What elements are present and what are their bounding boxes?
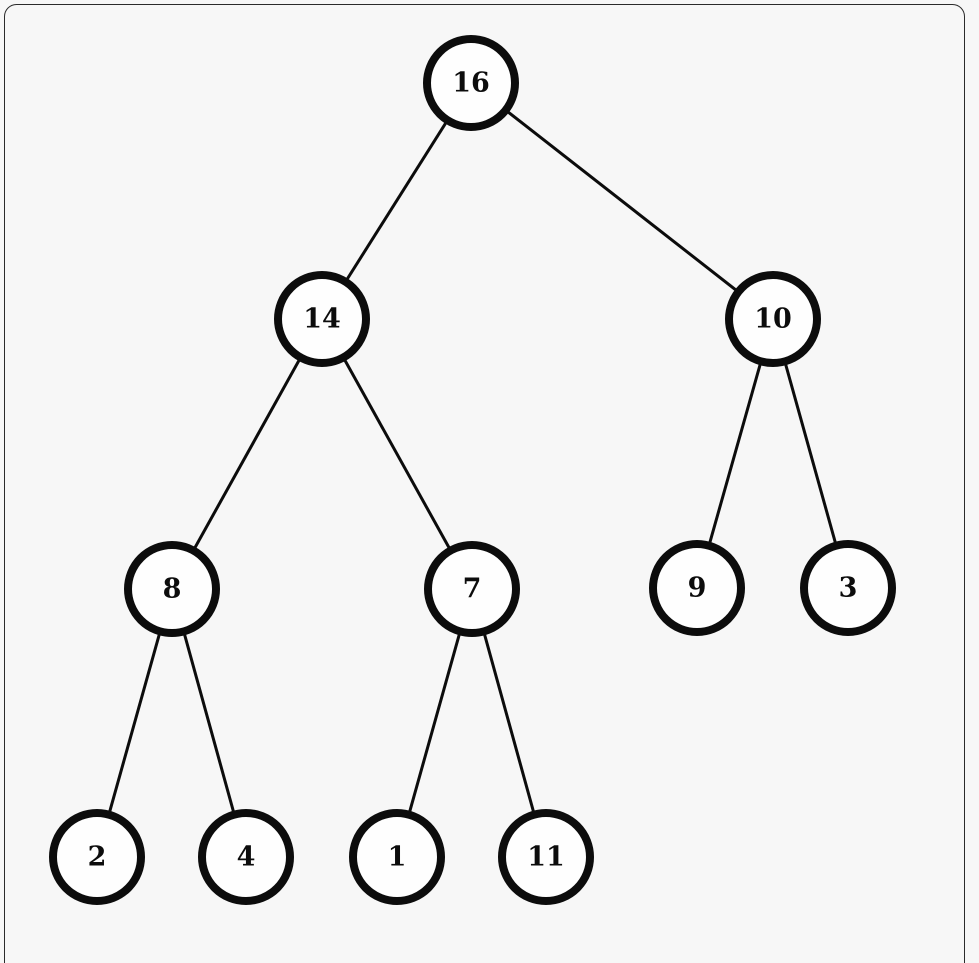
- tree-node-1: 1: [349, 809, 445, 905]
- node-value-8: 8: [163, 574, 182, 605]
- node-circle-9: [649, 540, 745, 636]
- node-value-7: 7: [463, 574, 482, 605]
- node-value-3: 3: [839, 573, 858, 604]
- node-circle-3: [800, 540, 896, 636]
- node-value-4: 4: [237, 842, 256, 873]
- tree-node-9: 9: [649, 540, 745, 636]
- tree-node-4: 4: [198, 809, 294, 905]
- node-circle-7: [424, 541, 520, 637]
- node-circle-11: [498, 809, 594, 905]
- node-circle-4: [198, 809, 294, 905]
- tree-edge-14-7: [320, 318, 474, 590]
- tree-node-7: 7: [424, 541, 520, 637]
- node-value-9: 9: [688, 573, 707, 604]
- node-circle-1: [349, 809, 445, 905]
- node-value-11: 11: [527, 842, 565, 873]
- tree-edge-16-10: [470, 81, 774, 321]
- node-circle-2: [49, 809, 145, 905]
- tree-node-10: 10: [725, 271, 821, 367]
- tree-node-11: 11: [498, 809, 594, 905]
- tree-node-8: 8: [124, 541, 220, 637]
- tree-node-2: 2: [49, 809, 145, 905]
- node-circle-14: [274, 271, 370, 367]
- node-circle-8: [124, 541, 220, 637]
- node-value-14: 14: [303, 304, 341, 335]
- tree-edge-14-8: [170, 318, 324, 590]
- node-value-2: 2: [88, 842, 107, 873]
- tree-node-16: 16: [423, 35, 519, 131]
- tree-node-14: 14: [274, 271, 370, 367]
- node-value-1: 1: [388, 842, 407, 873]
- panel-border: [4, 4, 965, 963]
- node-value-10: 10: [754, 304, 792, 335]
- node-circle-10: [725, 271, 821, 367]
- node-circle-16: [423, 35, 519, 131]
- node-value-16: 16: [452, 68, 490, 99]
- tree-node-3: 3: [800, 540, 896, 636]
